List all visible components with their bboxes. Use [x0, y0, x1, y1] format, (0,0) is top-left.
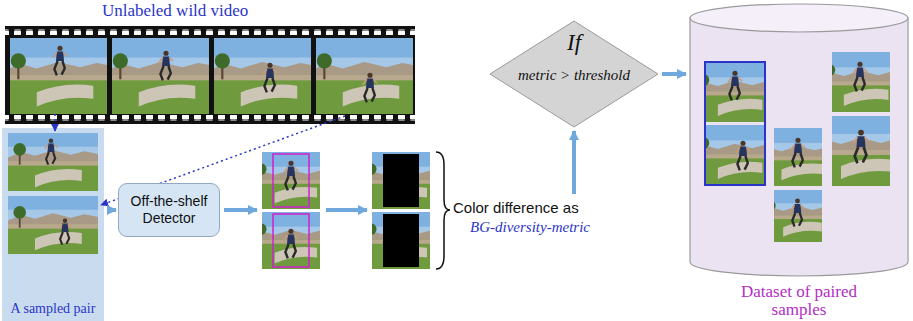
- node-text: A sampled pair: [2, 301, 104, 317]
- decision-diamond: If metric > threshold: [489, 20, 659, 128]
- node-text: If: [489, 30, 659, 56]
- film-strip: [4, 26, 419, 124]
- dataset-cylinder: Dataset of paired samples: [688, 3, 910, 319]
- detected-pair: [250, 152, 331, 269]
- node-text: Dataset of paired samples: [737, 283, 861, 319]
- sampled-pair-panel: [2, 128, 104, 321]
- detector-box: Off-the-shelf Detector: [118, 183, 220, 237]
- brace: [436, 152, 450, 269]
- flow-arrows: [224, 131, 574, 210]
- flow-arrow: [662, 72, 686, 76]
- video-caption: Unlabeled wild video: [102, 1, 248, 21]
- sampled-pair-panel: A sampled pair: [2, 128, 104, 321]
- node-text: metric > threshold: [489, 66, 659, 84]
- masked-pair: [360, 152, 441, 269]
- dataset-cylinder: [690, 4, 911, 276]
- flow-arrow: [107, 208, 116, 212]
- metric-name: BG-diversity-metric: [470, 219, 590, 236]
- metric-note: Color difference as: [453, 199, 579, 216]
- node-text: Off-the-shelf Detector: [125, 193, 213, 227]
